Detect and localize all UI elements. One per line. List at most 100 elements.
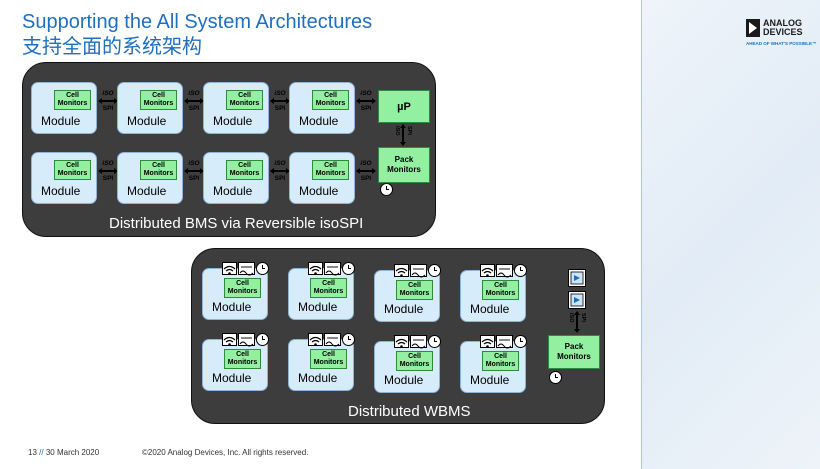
sensor-wave-icon [410, 335, 427, 349]
cell-label-2: Monitors [227, 288, 258, 295]
slide-subtitle-cn: 支持全面的系统架构 [22, 34, 202, 58]
isospi-bottom-label: SPI [360, 105, 372, 112]
isospi-bottom-label: SPI [102, 105, 114, 112]
antenna-icon [570, 293, 584, 307]
cell-label-1: Cell [236, 351, 249, 358]
double-arrow-icon [270, 98, 290, 104]
cell-label-2: Monitors [143, 100, 174, 107]
isospi-top-label: iSO [274, 90, 286, 97]
module-label: Module [127, 114, 167, 128]
cell-label-1: Cell [322, 351, 335, 358]
clock-icon [428, 335, 441, 348]
cell-label-2: Monitors [229, 100, 260, 107]
analog-devices-logo: ANALOG DEVICES AHEAD OF WHAT'S POSSIBLE™ [746, 18, 818, 52]
cell-label-1: Cell [66, 92, 79, 99]
wifi-icon [309, 336, 322, 346]
waveform-icon [325, 337, 340, 347]
side-background [642, 0, 820, 469]
wifi-icon [395, 267, 408, 277]
cell-label-2: Monitors [485, 290, 516, 297]
double-arrow-icon [184, 168, 204, 174]
microprocessor-label: µP [397, 100, 411, 113]
isospi-top-label: iSO [188, 160, 200, 167]
isospi-bottom-label: SPI [274, 105, 286, 112]
isospi-bottom-label: SPI [360, 175, 372, 182]
clock-icon [514, 264, 527, 277]
isospi-bottom-label: SPI [274, 175, 286, 182]
cell-label-2: Monitors [315, 170, 346, 177]
isospi-top-label: iSO [102, 90, 114, 97]
vertical-link-bottom-label: SPI [580, 313, 586, 322]
double-arrow-icon [184, 98, 204, 104]
logo-triangle-icon [746, 19, 760, 37]
isospi-top-label: iSO [274, 160, 286, 167]
wbms-caption: Distributed WBMS [348, 403, 471, 420]
isospi-link: iSO SPI [269, 160, 291, 182]
isospi-top-label: iSO [102, 160, 114, 167]
double-arrow-icon [98, 98, 118, 104]
waveform-icon [497, 339, 512, 349]
wifi-icon [223, 265, 236, 275]
cell-label-2: Monitors [313, 359, 344, 366]
cell-label-2: Monitors [229, 170, 260, 177]
cell-label-1: Cell [66, 162, 79, 169]
wireless-icon [480, 335, 495, 348]
wireless-icon [222, 262, 237, 275]
double-arrow-icon [98, 168, 118, 174]
isospi-bottom-label: SPI [102, 175, 114, 182]
cell-label-2: Monitors [315, 100, 346, 107]
wireless-icon [480, 264, 495, 277]
double-arrow-icon [356, 168, 376, 174]
isospi-bottom-label: SPI [188, 175, 200, 182]
clock-icon [342, 333, 355, 346]
module-label: Module [212, 371, 252, 385]
module-label: Module [298, 300, 338, 314]
module-label: Module [41, 184, 81, 198]
cell-label-2: Monitors [399, 361, 430, 368]
sensor-wave-icon [496, 335, 513, 349]
antenna-device-icon [568, 291, 586, 309]
cell-label-2: Monitors [313, 288, 344, 295]
wireless-icon [308, 262, 323, 275]
module-label: Module [298, 371, 338, 385]
cell-label-1: Cell [494, 282, 507, 289]
cell-label-1: Cell [152, 92, 165, 99]
module-label: Module [213, 184, 253, 198]
vertical-link-top-label: iSO [394, 126, 400, 136]
footer-separator: // [39, 448, 44, 457]
pack-label-2: Monitors [557, 352, 591, 361]
wireless-icon [222, 333, 237, 346]
double-arrow-icon [270, 168, 290, 174]
logo-text-devices: DEVICES [763, 27, 803, 37]
cell-label-1: Cell [152, 162, 165, 169]
footer-page-number: 13 // 30 March 2020 [28, 448, 99, 457]
waveform-icon [239, 266, 254, 276]
